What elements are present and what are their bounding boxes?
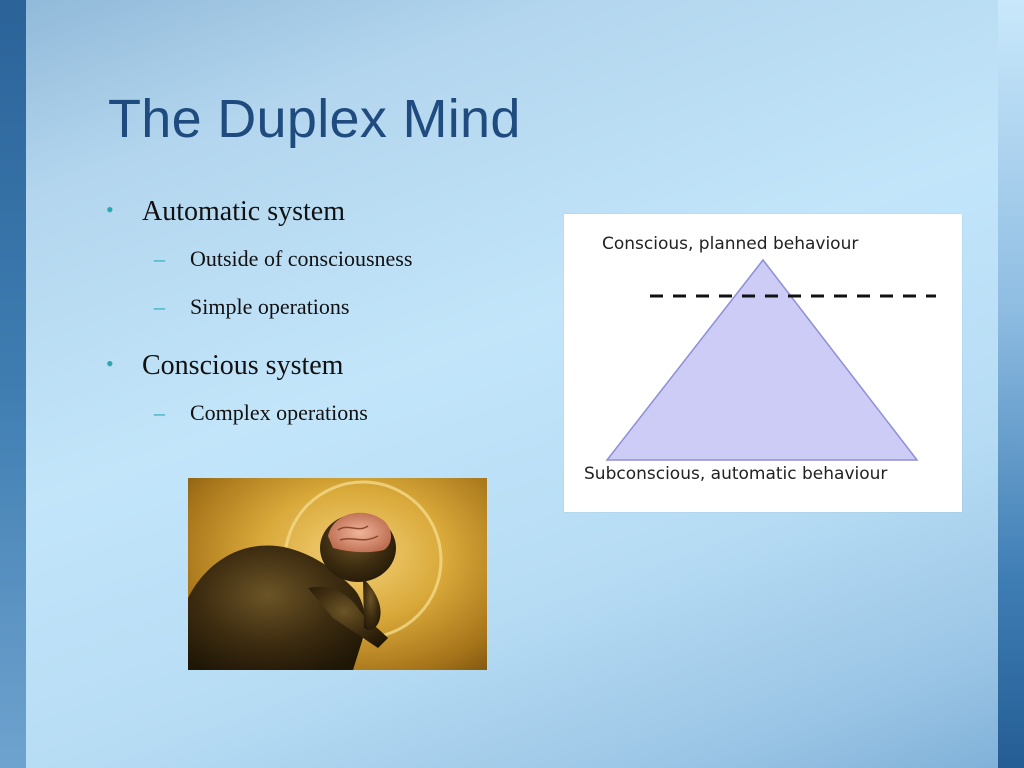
bullet-item: • Automatic system	[106, 196, 546, 236]
pyramid-top-label: Conscious, planned behaviour	[602, 234, 859, 254]
sub-bullet-text: Complex operations	[190, 400, 368, 425]
brain-shape	[328, 512, 392, 553]
pyramid-bottom-label: Subconscious, automatic behaviour	[584, 464, 888, 484]
bullet-dot: •	[106, 351, 114, 376]
thinker-illustration	[188, 480, 443, 670]
slide-title: The Duplex Mind	[108, 89, 521, 149]
sub-bullet-item: – Complex operations	[154, 400, 546, 432]
pyramid-diagram: Conscious, planned behaviour Subconsciou…	[564, 214, 962, 512]
sub-bullet-dash: –	[154, 246, 165, 271]
bullet-text: Conscious system	[142, 350, 344, 381]
thinker-image	[188, 478, 487, 670]
bullet-list: • Automatic system – Outside of consciou…	[106, 196, 546, 448]
pyramid-triangle	[605, 258, 919, 461]
sub-bullet-dash: –	[154, 294, 165, 319]
right-edge-band	[998, 0, 1024, 768]
bullet-text: Automatic system	[142, 196, 345, 227]
sub-bullet-item: – Outside of consciousness	[154, 246, 546, 278]
sub-bullet-text: Simple operations	[190, 294, 350, 319]
bullet-item: • Conscious system	[106, 350, 546, 390]
sub-bullet-item: – Simple operations	[154, 294, 546, 326]
left-edge-band	[0, 0, 26, 768]
thinker-body	[188, 545, 365, 670]
pyramid-graphic	[605, 258, 936, 461]
sub-bullet-dash: –	[154, 400, 165, 425]
thinker-hand	[363, 578, 381, 630]
thinker-arm	[308, 586, 388, 648]
sub-bullet-text: Outside of consciousness	[190, 246, 413, 271]
bullet-dot: •	[106, 197, 114, 222]
